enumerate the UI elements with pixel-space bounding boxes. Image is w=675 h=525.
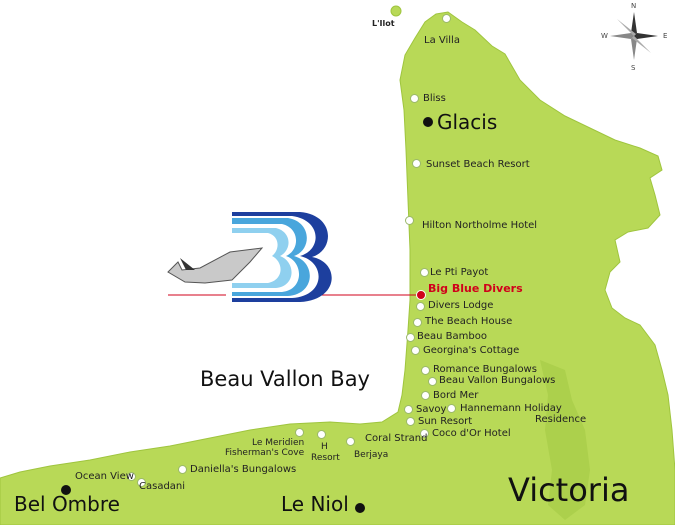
- label-victoria: Victoria: [508, 471, 630, 509]
- marker-sunset: [412, 159, 421, 168]
- marker-coral-strand: [346, 437, 355, 446]
- label-beach-house: The Beach House: [425, 316, 513, 327]
- label-sun-resort: Sun Resort: [418, 416, 473, 427]
- label-resort: Resort: [311, 453, 340, 463]
- label-bel-ombre: Bel Ombre: [14, 492, 120, 516]
- label-daniellas: Daniella's Bungalows: [190, 464, 297, 475]
- label-le-niol: Le Niol: [281, 492, 349, 516]
- label-hilton: Hilton Northolme Hotel: [422, 220, 538, 231]
- marker-ocean-view: [127, 472, 136, 481]
- marker-hannemann: [447, 404, 456, 413]
- marker-bliss: [410, 94, 419, 103]
- victoria-hills: [540, 360, 590, 520]
- islet-shape: [390, 5, 402, 17]
- marker-bv-bungalows: [428, 377, 437, 386]
- marker-beach-house: [413, 318, 422, 327]
- marker-savoy: [404, 405, 413, 414]
- marker-hilton: [405, 216, 414, 225]
- label-savoy: Savoy: [416, 404, 447, 415]
- compass-w: W: [601, 32, 608, 40]
- label-big-blue-divers: Big Blue Divers: [428, 282, 523, 295]
- compass-s: S: [631, 64, 636, 72]
- marker-bord-mer: [421, 391, 430, 400]
- marker-sun-resort: [406, 417, 415, 426]
- marker-bel-ombre: [61, 485, 71, 495]
- label-bliss: Bliss: [423, 93, 446, 104]
- marker-pti-payot: [420, 268, 429, 277]
- label-coco-dor: Coco d'Or Hotel: [432, 428, 511, 439]
- big-blue-divers-logo: [167, 212, 332, 302]
- label-islet: L'Ilot: [372, 19, 395, 28]
- marker-casadani: [137, 478, 146, 487]
- label-romance: Romance Bungalows: [433, 364, 537, 375]
- marker-divers-lodge: [416, 302, 425, 311]
- label-georginas: Georgina's Cottage: [423, 345, 520, 356]
- marker-daniellas: [178, 465, 187, 474]
- label-sunset: Sunset Beach Resort: [426, 159, 530, 170]
- label-la-villa: La Villa: [424, 35, 460, 46]
- label-glacis: Glacis: [437, 110, 498, 134]
- marker-le-meridien: [295, 428, 304, 437]
- label-casadani: Casadani: [139, 481, 186, 492]
- label-fishermans: Fisherman's Cove: [225, 448, 305, 458]
- label-pti-payot: Le Pti Payot: [430, 267, 489, 278]
- label-berjaya: Berjaya: [354, 450, 389, 460]
- marker-le-niol: [355, 503, 365, 513]
- compass-e: E: [663, 32, 668, 40]
- marker-georginas: [411, 346, 420, 355]
- label-le-meridien: Le Meridien: [252, 438, 305, 448]
- marker-coco-dor: [420, 429, 429, 438]
- label-ocean-view: Ocean View: [75, 471, 134, 482]
- label-bord-mer: Bord Mer: [433, 390, 479, 401]
- compass-n: N: [631, 2, 637, 10]
- label-divers-lodge: Divers Lodge: [428, 300, 494, 311]
- land-mass: [0, 11, 675, 525]
- label-residence: Residence: [535, 414, 587, 425]
- label-h: H: [321, 442, 328, 452]
- marker-glacis: [423, 117, 433, 127]
- label-bv-bungalows: Beau Vallon Bungalows: [439, 375, 556, 386]
- label-hannemann: Hannemann Holiday: [460, 403, 562, 414]
- label-beau-bamboo: Beau Bamboo: [417, 331, 487, 342]
- marker-h-resort: [317, 430, 326, 439]
- marker-beau-bamboo: [406, 333, 415, 342]
- label-beau-vallon-bay: Beau Vallon Bay: [200, 367, 370, 391]
- marker-big-blue-divers: [416, 290, 426, 300]
- marker-la-villa: [442, 14, 451, 23]
- compass-rose: [610, 12, 658, 60]
- label-coral-strand: Coral Strand: [365, 433, 428, 444]
- marker-romance: [421, 366, 430, 375]
